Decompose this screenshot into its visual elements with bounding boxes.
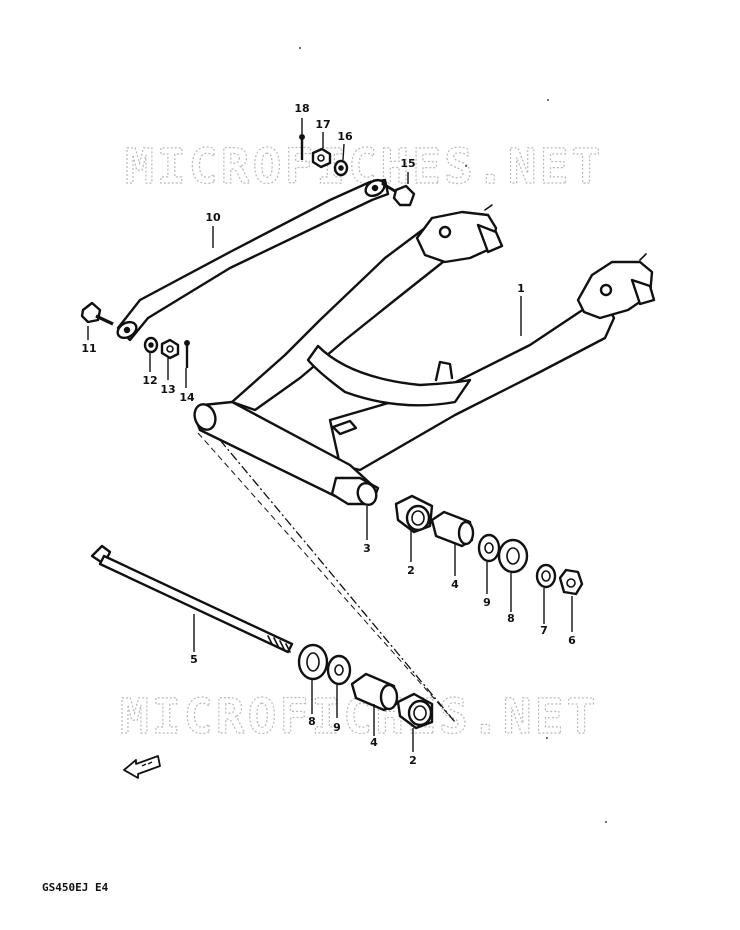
callout-7: 7 [540, 624, 548, 637]
callout-4-lower: 4 [370, 736, 378, 749]
washer-7[interactable] [535, 563, 557, 589]
bearing-2-lower[interactable] [396, 692, 434, 730]
leader-lines [87, 118, 573, 752]
callout-1: 1 [517, 282, 525, 295]
front-arrow-icon [123, 755, 161, 779]
callout-4-upper: 4 [451, 578, 459, 591]
callout-18: 18 [294, 102, 309, 115]
pivot-sleeve[interactable] [330, 476, 380, 507]
callouts: 18 17 16 15 10 1 11 12 13 14 3 2 4 9 8 7… [81, 102, 576, 767]
bearing-2-upper[interactable] [394, 494, 434, 534]
seal-8-lower[interactable] [297, 643, 329, 681]
callout-2-lower: 2 [409, 754, 417, 767]
callout-9-upper: 9 [483, 596, 491, 609]
callout-10: 10 [205, 211, 221, 224]
spacer-4-upper[interactable] [430, 510, 475, 548]
cotter-pin-18[interactable] [299, 134, 305, 160]
washer-12[interactable] [143, 336, 159, 354]
nut-13[interactable] [160, 338, 180, 360]
callout-9-lower: 9 [333, 721, 341, 734]
callout-12: 12 [142, 374, 157, 387]
nut-17[interactable] [311, 147, 332, 169]
diagram-code: GS450EJ E4 [42, 881, 109, 894]
washer-9-lower[interactable] [326, 654, 352, 686]
callout-5: 5 [190, 653, 198, 666]
callout-3: 3 [363, 542, 371, 555]
assembly-lines [197, 432, 456, 723]
bolt-11[interactable] [80, 301, 114, 326]
callout-8-upper: 8 [507, 612, 515, 625]
callout-14: 14 [179, 391, 195, 404]
bolt-15[interactable] [381, 182, 416, 207]
callout-2-upper: 2 [407, 564, 415, 577]
callout-16: 16 [337, 130, 353, 143]
washer-9-upper[interactable] [477, 533, 501, 563]
callout-8-lower: 8 [308, 715, 316, 728]
callout-15: 15 [400, 157, 415, 170]
washer-16[interactable] [333, 159, 349, 177]
scan-specks [299, 47, 607, 823]
cotter-pin-14[interactable] [184, 340, 190, 368]
seal-8-upper[interactable] [497, 538, 529, 574]
swingarm[interactable] [191, 204, 656, 502]
callout-6: 6 [568, 634, 576, 647]
callout-17: 17 [315, 118, 330, 131]
spacer-4-lower[interactable] [350, 672, 399, 712]
callout-13: 13 [160, 383, 175, 396]
pivot-shaft-5[interactable] [90, 544, 294, 654]
torque-link[interactable] [115, 177, 390, 342]
nut-6[interactable] [558, 568, 584, 596]
callout-11: 11 [81, 342, 96, 355]
